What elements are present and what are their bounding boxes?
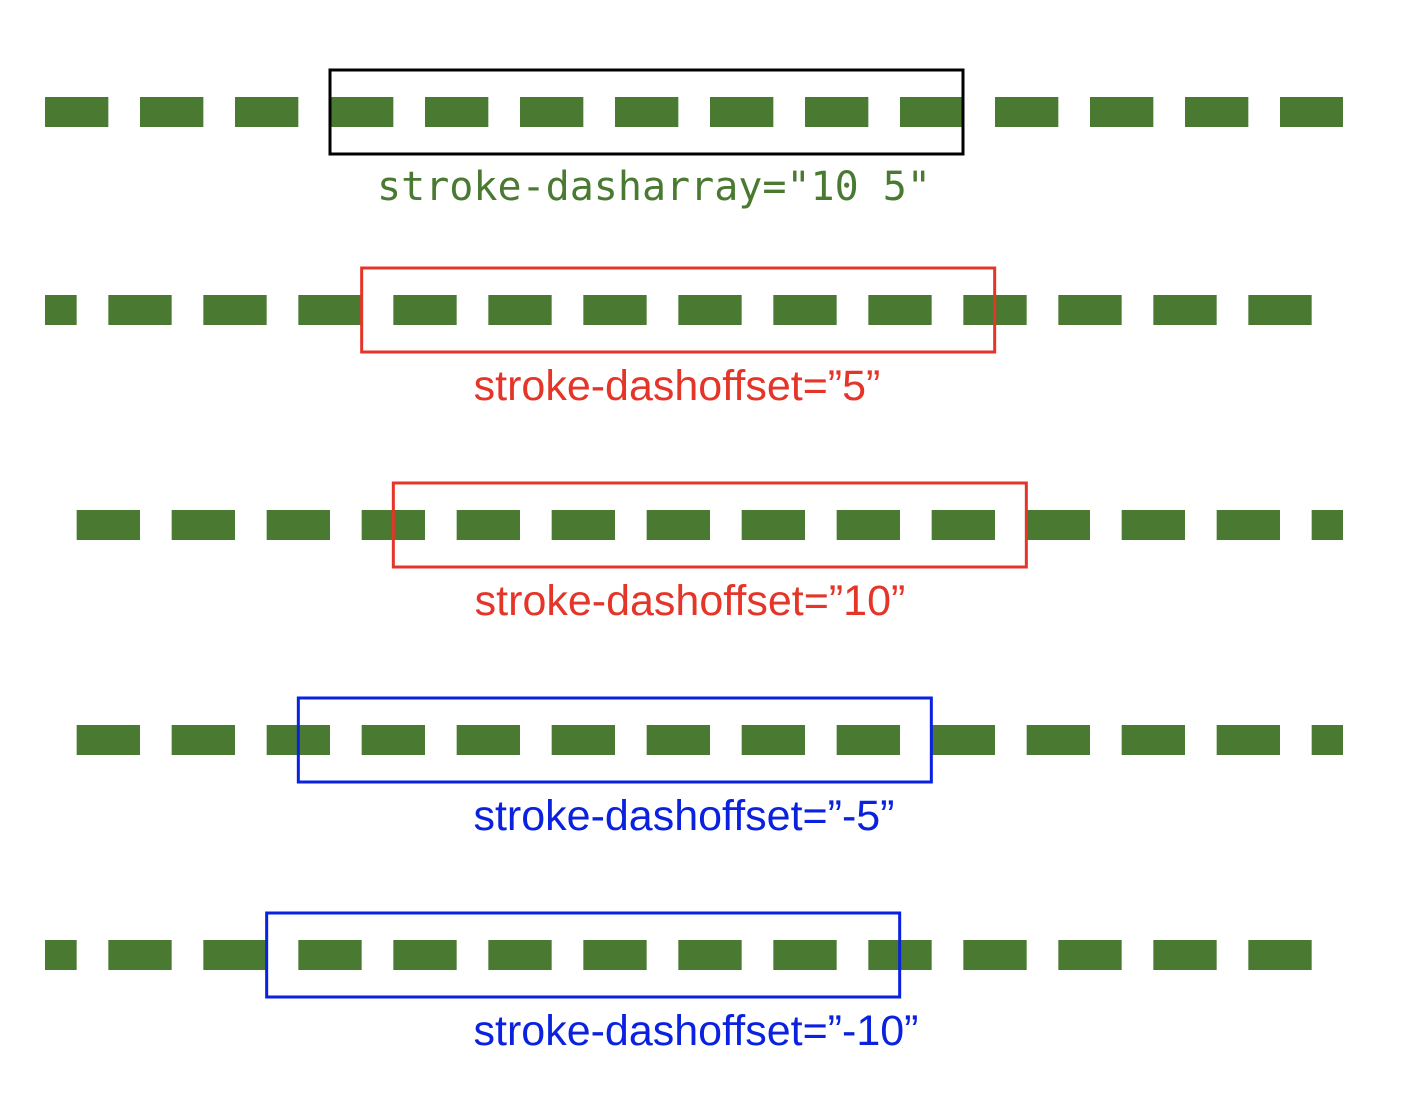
highlight-frame (296, 696, 933, 784)
row-label: stroke-dasharray="10 5" (377, 164, 931, 210)
row-label: stroke-dashoffset=”-5” (473, 792, 894, 840)
row-3: stroke-dashoffset=”10” (45, 481, 1343, 625)
row-5: stroke-dashoffset=”-10” (45, 911, 1343, 1055)
row-label: stroke-dashoffset=”5” (474, 362, 881, 410)
highlight-frame (391, 481, 1028, 569)
row-label: stroke-dashoffset=”10” (475, 577, 906, 625)
row-2: stroke-dashoffset=”5” (45, 266, 1343, 410)
highlight-frame (360, 266, 997, 354)
highlight-frame (328, 68, 965, 156)
row-4: stroke-dashoffset=”-5” (45, 696, 1343, 840)
row-1: stroke-dasharray="10 5" (45, 68, 1343, 210)
row-label: stroke-dashoffset=”-10” (474, 1007, 919, 1055)
highlight-frame (265, 911, 902, 999)
rows-layer: stroke-dasharray="10 5" stroke-dashoffset… (45, 68, 1343, 1055)
